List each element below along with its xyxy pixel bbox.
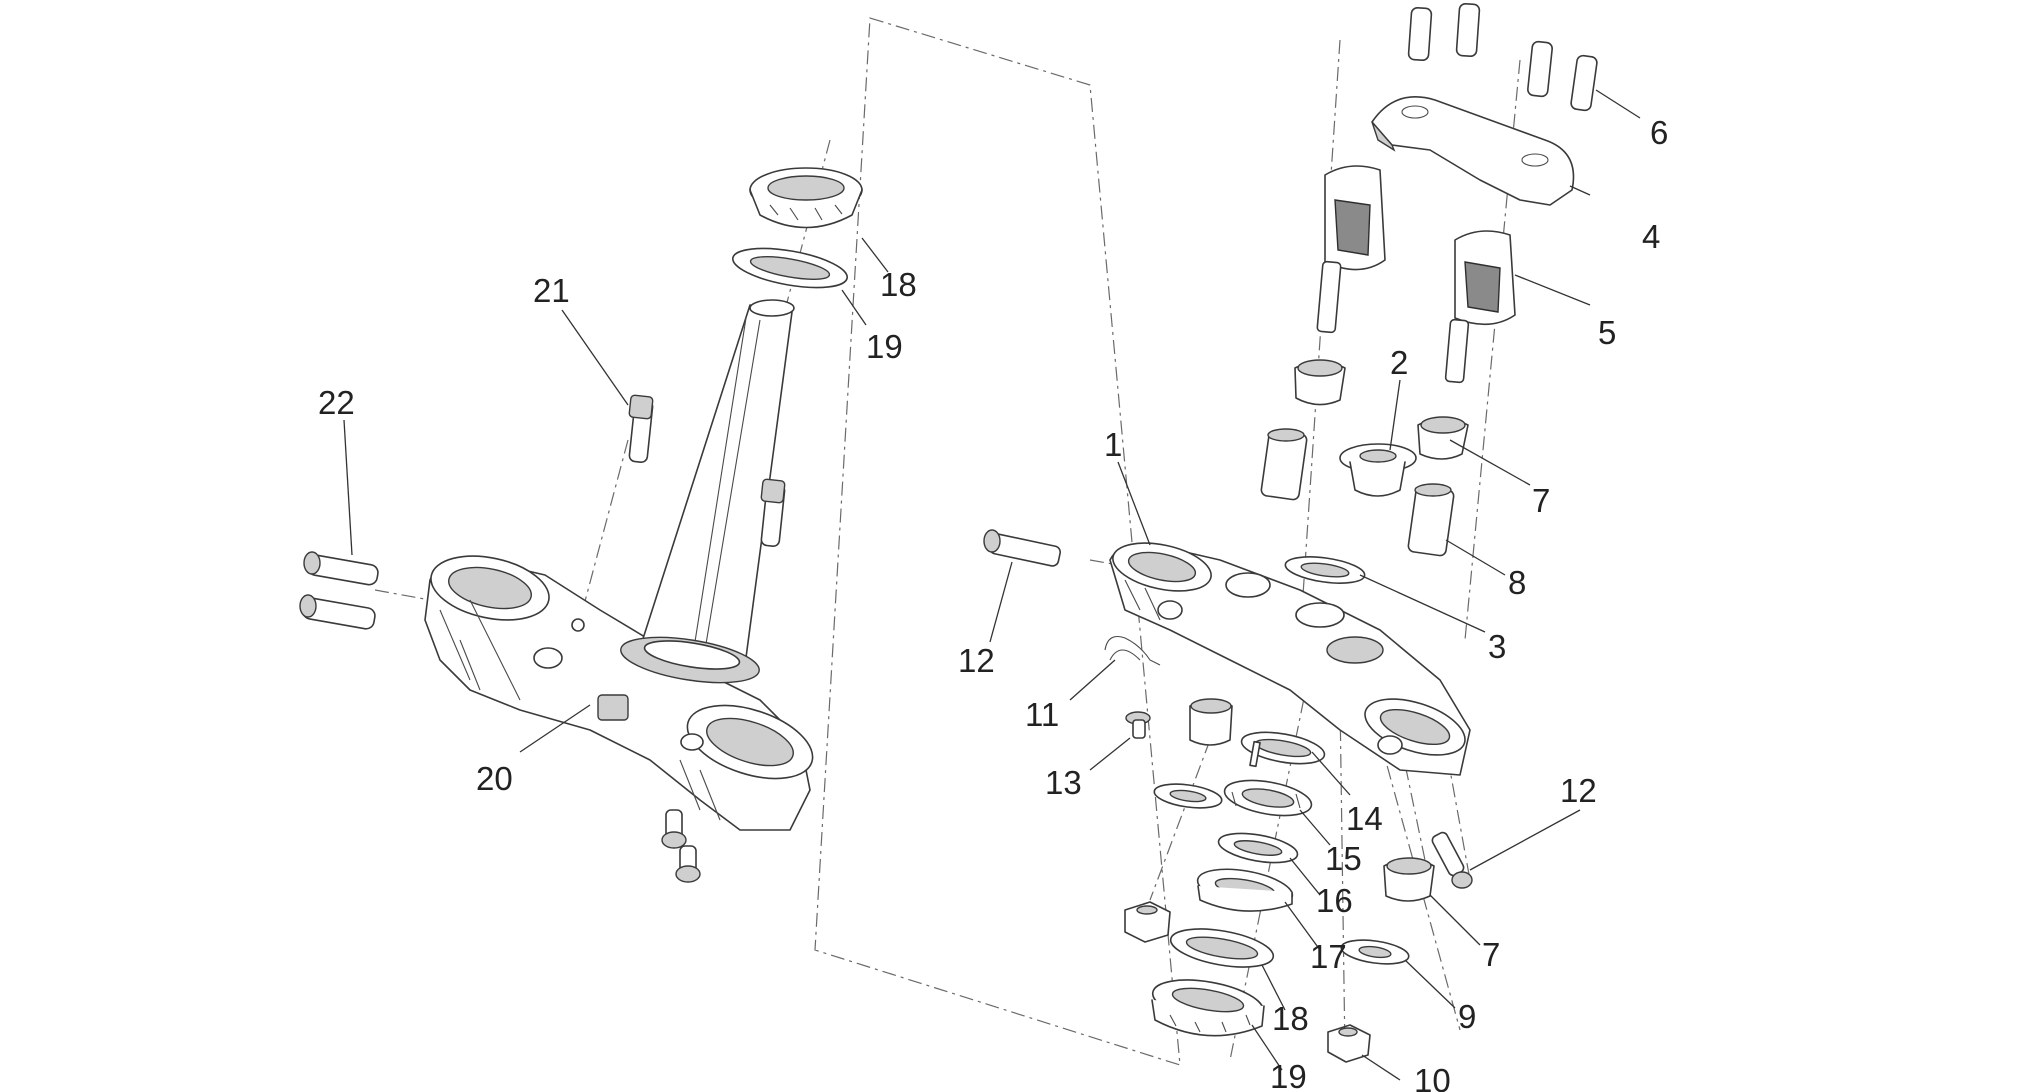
callout-2: 2 xyxy=(1390,344,1408,381)
right-upper-assembly xyxy=(983,2,1598,1063)
callout-18-upper: 18 xyxy=(880,266,917,303)
washer-small-left xyxy=(1153,783,1223,809)
bolt-12-left xyxy=(983,529,1061,567)
nut-small-left xyxy=(1124,901,1171,943)
wire-clip-11 xyxy=(1104,635,1161,666)
callout-6: 6 xyxy=(1650,114,1668,151)
riser-left xyxy=(1316,165,1386,334)
spacer-tube-left xyxy=(1260,428,1308,501)
bushing-7-lower xyxy=(1383,857,1435,902)
stud-21-left xyxy=(628,394,654,463)
callout-19-lower: 19 xyxy=(1270,1058,1307,1092)
callout-16: 16 xyxy=(1316,882,1353,919)
callout-labels: 22 21 18 19 20 6 4 5 2 1 7 8 3 12 11 13 … xyxy=(318,114,1668,1092)
upper-triple-clamp xyxy=(1109,542,1471,776)
callout-12-right: 12 xyxy=(1560,772,1597,809)
callout-7-upper: 7 xyxy=(1532,482,1550,519)
lower-bearing-19 xyxy=(1151,979,1265,1037)
washer-16 xyxy=(1217,832,1299,864)
nut-10 xyxy=(1327,1024,1371,1063)
callout-19-upper: 19 xyxy=(866,328,903,365)
ring-nut-17 xyxy=(1196,868,1294,912)
callout-3: 3 xyxy=(1488,628,1506,665)
bushing-7-upper xyxy=(1417,416,1469,460)
callout-8: 8 xyxy=(1508,564,1526,601)
stud-21-right xyxy=(760,478,786,547)
callout-15: 15 xyxy=(1325,840,1362,877)
bushing-cylinder xyxy=(1189,698,1233,746)
callout-4: 4 xyxy=(1642,218,1660,255)
washer-9 xyxy=(1340,939,1410,965)
callout-9: 9 xyxy=(1458,998,1476,1035)
bolt-22-upper xyxy=(303,551,379,586)
callout-18-lower: 18 xyxy=(1272,1000,1309,1037)
handlebar-top-clamp xyxy=(1371,96,1575,206)
riser-right xyxy=(1444,230,1516,384)
callout-13: 13 xyxy=(1045,764,1082,801)
callout-7-lower: 7 xyxy=(1482,936,1500,973)
lock-washer-14 xyxy=(1240,731,1326,768)
callout-20: 20 xyxy=(476,760,513,797)
upper-seal-ring xyxy=(732,247,848,289)
leader-lines xyxy=(343,89,1641,1081)
bolt-22-lower xyxy=(299,594,376,630)
callout-12-left: 12 xyxy=(958,642,995,679)
spacer-upper-left xyxy=(1294,359,1346,406)
callout-11: 11 xyxy=(1025,696,1059,733)
lower-triple-clamp-body xyxy=(424,555,814,831)
callout-5: 5 xyxy=(1598,314,1616,351)
bolts-6 xyxy=(1407,2,1598,112)
ring-nut-15 xyxy=(1223,779,1313,817)
steering-stem xyxy=(620,299,795,684)
lower-clamp-screws xyxy=(661,809,701,883)
bolt-12-right xyxy=(1431,831,1473,889)
callout-14: 14 xyxy=(1346,800,1383,837)
washer-3 xyxy=(1284,556,1366,584)
callout-17: 17 xyxy=(1310,938,1347,975)
callout-10: 10 xyxy=(1414,1062,1451,1092)
callout-1: 1 xyxy=(1104,426,1122,463)
left-lower-triple-clamp-assembly xyxy=(299,167,863,883)
seal-ring-18-lower xyxy=(1169,928,1275,968)
upper-bearing xyxy=(749,167,863,229)
screw-13 xyxy=(1125,711,1151,739)
flanged-bushing-2 xyxy=(1339,443,1417,497)
callout-22: 22 xyxy=(318,384,355,421)
spacer-tube-8 xyxy=(1407,483,1455,557)
callout-21: 21 xyxy=(533,272,570,309)
